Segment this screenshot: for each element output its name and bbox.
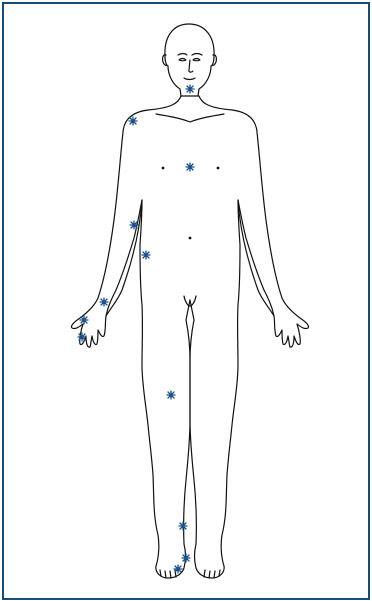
marker-right-hand-lower (78, 333, 86, 341)
marker-right-ankle (179, 522, 187, 530)
anatomical-dots (162, 167, 220, 240)
marker-right-hand-upper (80, 316, 88, 324)
right-body-outline (190, 96, 309, 578)
mouth (184, 78, 195, 80)
lesion-markers (78, 85, 194, 573)
marker-right-upper-arm (130, 221, 138, 229)
right-nipple-dot (217, 167, 220, 170)
clavicles (156, 114, 224, 122)
marker-right-elbow (142, 251, 150, 259)
body-outline (71, 24, 308, 578)
marker-right-shoulder (129, 117, 137, 125)
nose (189, 60, 193, 72)
marker-right-thigh (167, 391, 175, 399)
left-nipple-dot (162, 167, 165, 170)
marker-right-foot-lower (174, 565, 182, 573)
navel-dot (189, 237, 192, 240)
eyebrows (178, 54, 202, 56)
marker-right-foot-upper (182, 554, 190, 562)
marker-sternum (186, 163, 194, 171)
marker-right-wrist (100, 298, 108, 306)
marker-chin (186, 85, 194, 93)
left-body-outline (71, 96, 190, 578)
